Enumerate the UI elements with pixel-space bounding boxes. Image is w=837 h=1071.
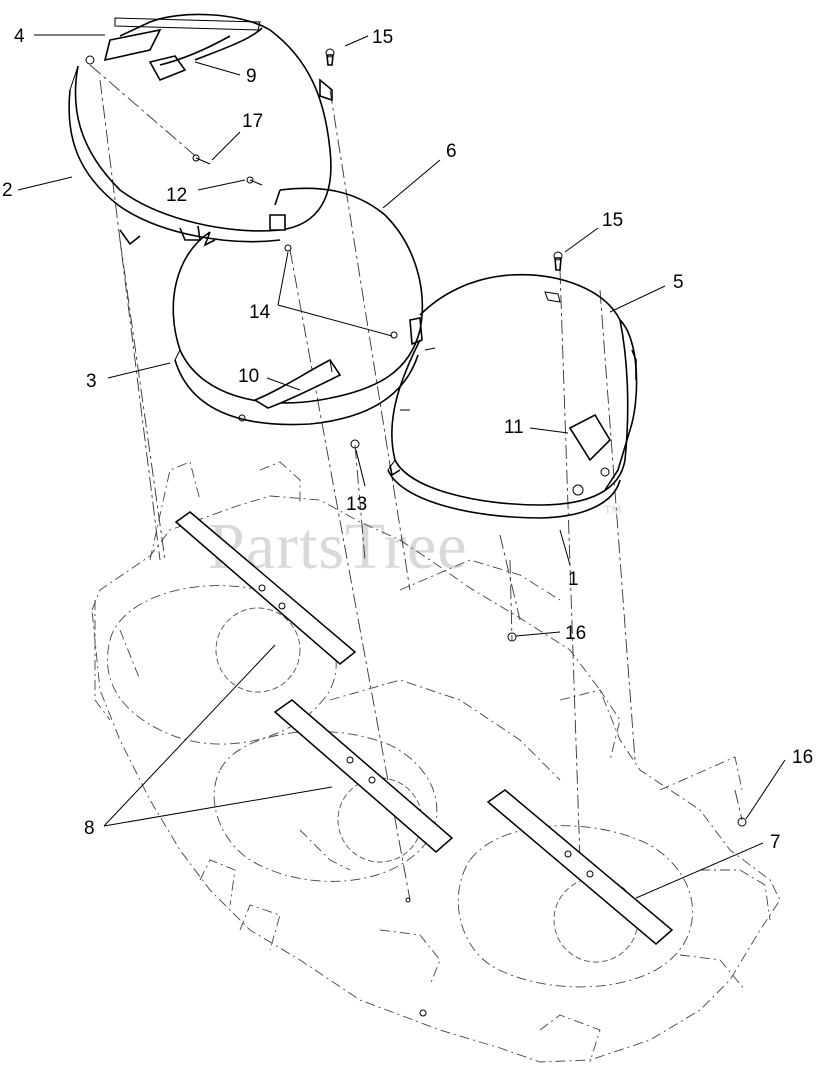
callout-16-right: 16 [792, 747, 813, 768]
baffle-middle [172, 187, 424, 426]
callout-5: 5 [673, 272, 684, 293]
callout-11: 11 [504, 417, 524, 438]
blade-right [486, 789, 674, 945]
leader-lines [17, 34, 786, 899]
alignment-lines [89, 64, 743, 901]
callout-labels: 4 9 15 17 2 12 6 15 5 14 3 10 11 13 1 16… [2, 26, 813, 853]
callout-14: 14 [249, 302, 271, 323]
callout-2: 2 [2, 180, 13, 201]
callout-13: 13 [346, 494, 367, 515]
callout-12: 12 [166, 185, 187, 206]
callout-3: 3 [86, 371, 97, 392]
callout-16-middle: 16 [565, 623, 586, 644]
watermark-trademark: TM [604, 503, 621, 517]
callout-17: 17 [242, 111, 263, 132]
callout-6: 6 [446, 141, 457, 162]
callout-7: 7 [770, 832, 781, 853]
blades [174, 511, 674, 945]
callout-10: 10 [238, 366, 259, 387]
callout-15-right: 15 [602, 210, 623, 231]
callout-1: 1 [568, 569, 579, 590]
hardware [192, 48, 747, 1017]
callout-4: 4 [14, 26, 25, 47]
callout-8: 8 [84, 818, 95, 839]
blade-middle [273, 699, 454, 853]
callout-9: 9 [246, 66, 257, 87]
watermark: PartsTree TM [208, 503, 621, 583]
callout-15-top: 15 [372, 27, 393, 48]
baffle-left [68, 13, 333, 246]
baffle-right [387, 273, 638, 519]
